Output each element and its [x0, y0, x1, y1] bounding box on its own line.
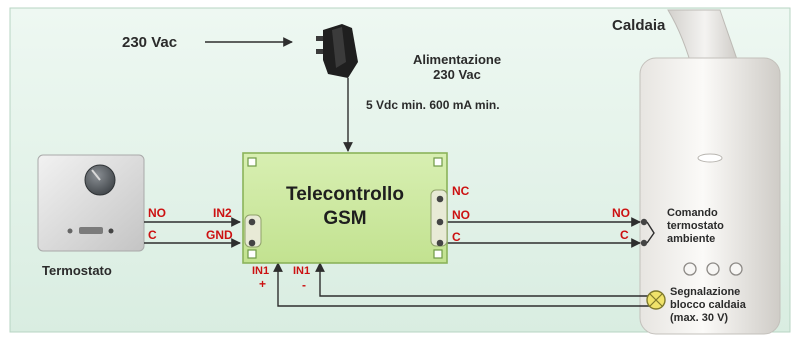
signal-line1: Segnalazione: [670, 286, 741, 298]
gsm-module-title: Telecontrollo GSM: [255, 183, 435, 231]
thermostat-label: Termostato: [42, 263, 112, 278]
thermostat-image: [37, 154, 145, 252]
room-thermostat-command-label: Comando termostato ambiente: [667, 207, 724, 246]
terminal-in1-plus-label: IN1: [252, 265, 270, 277]
boiler-no-label: NO: [612, 206, 630, 220]
boiler-lockout-signal-label: Segnalazione blocco caldaia (max. 30 V): [670, 286, 746, 325]
thermostat-c-label: C: [148, 228, 157, 242]
power-supply-title: Alimentazione: [412, 52, 502, 67]
terminal-in1-minus-label: IN1: [293, 265, 311, 277]
terminal-minus-sign: -: [302, 278, 306, 292]
gsm-module-title-line1: Telecontrollo: [286, 184, 404, 205]
gsm-module-title-line2: GSM: [323, 207, 367, 229]
terminal-in2-label: IN2: [213, 206, 232, 220]
boiler-contacts: [640, 218, 666, 310]
power-supply-label: Alimentazione 230 Vac: [382, 52, 532, 83]
terminal-gnd-label: GND: [206, 228, 233, 242]
boiler-c-label: C: [620, 228, 629, 242]
power-supply-spec: 5 Vdc min. 600 mA min.: [366, 98, 500, 112]
signal-line3: (max. 30 V): [670, 311, 729, 324]
boiler-label: Caldaia: [612, 17, 666, 34]
command-line1: Comando: [667, 207, 718, 219]
command-line2: termostato: [667, 219, 724, 232]
power-supply-voltage: 230 Vac: [433, 67, 481, 83]
boiler-image: [639, 9, 781, 335]
power-adapter-image: [316, 24, 358, 78]
terminal-no-label: NO: [452, 208, 470, 222]
input-voltage-label: 230 Vac: [122, 34, 178, 51]
gsm-module: [242, 152, 448, 264]
signal-line2: blocco caldaia: [670, 298, 746, 311]
thermostat-no-label: NO: [148, 206, 166, 220]
terminal-nc-label: NC: [452, 184, 470, 198]
terminal-c-label: C: [452, 230, 461, 244]
command-line3: ambiente: [667, 232, 716, 245]
terminal-plus-sign: +: [259, 277, 267, 291]
